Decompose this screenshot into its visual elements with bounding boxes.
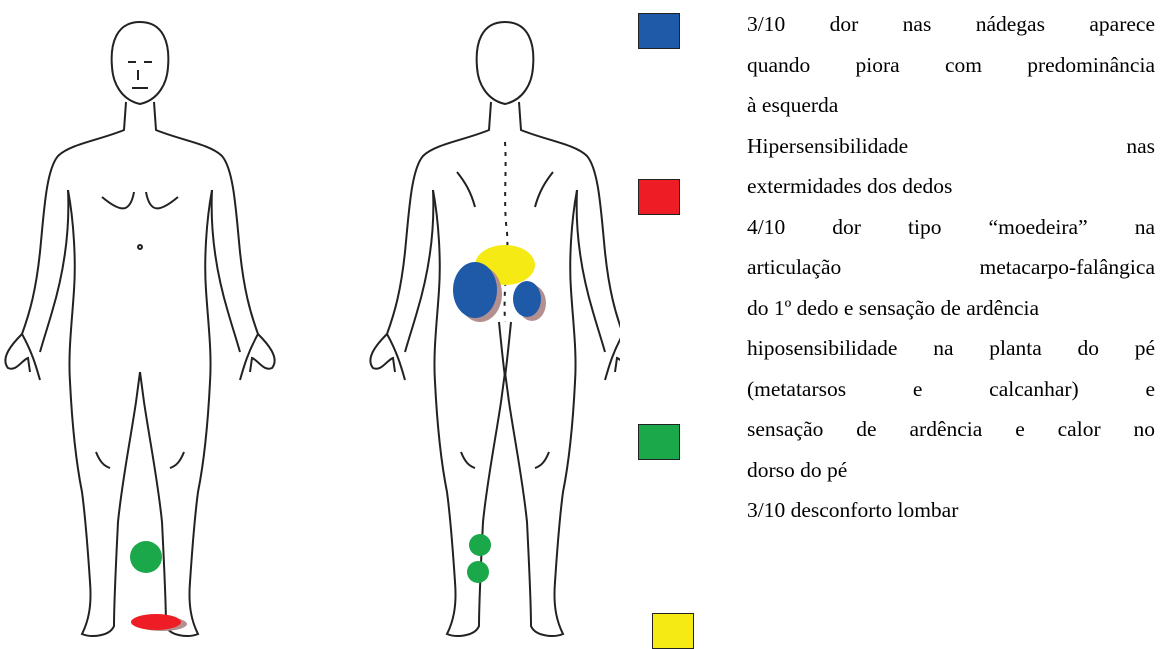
legend-text: 3/10 dor nas nádegas aparece quando pior… bbox=[747, 4, 1155, 531]
legend-green-line-1: hiposensibilidade na planta do pé bbox=[747, 328, 1155, 369]
legend-green-line-3: sensação de ardência e calor no bbox=[747, 409, 1155, 450]
legend-green-line-4: dorso do pé bbox=[747, 450, 1155, 491]
front-foot-green-mark bbox=[130, 541, 162, 573]
legend-red-line-1: Hipersensibilidade nas bbox=[747, 126, 1155, 167]
legend-swatch-yellow bbox=[652, 613, 694, 649]
back-heel-green-mark bbox=[469, 534, 491, 556]
legend-swatch-red bbox=[638, 179, 680, 215]
left-buttock-blue-mark bbox=[453, 262, 497, 318]
legend-blue-line-1: 3/10 dor nas nádegas aparece bbox=[747, 4, 1155, 45]
legend-metacarpo-line-1: 4/10 dor tipo “moedeira” na bbox=[747, 207, 1155, 248]
back-sole-green-mark bbox=[467, 561, 489, 583]
legend-green-line-2: (metatarsos e calcanhar) e bbox=[747, 369, 1155, 410]
front-toe-red-mark bbox=[131, 614, 181, 630]
legend-metacarpo-line-3: do 1º dedo e sensação de ardência bbox=[747, 288, 1155, 329]
back-body-figure bbox=[370, 22, 620, 636]
legend-swatch-blue bbox=[638, 13, 680, 49]
body-diagrams bbox=[0, 0, 620, 649]
legend-blue-line-3: à esquerda bbox=[747, 85, 1155, 126]
legend-blue-line-2: quando piora com predominância bbox=[747, 45, 1155, 86]
right-buttock-blue-mark bbox=[513, 281, 541, 317]
legend-red-line-2: extermidades dos dedos bbox=[747, 166, 1155, 207]
legend-yellow-line-1: 3/10 desconforto lombar bbox=[747, 490, 1155, 531]
legend-swatch-green bbox=[638, 424, 680, 460]
legend-metacarpo-line-2: articulação metacarpo-falângica bbox=[747, 247, 1155, 288]
